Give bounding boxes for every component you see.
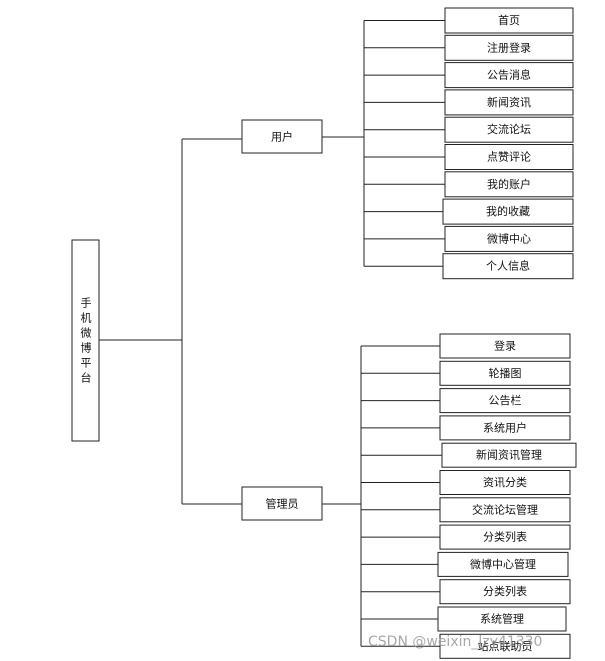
admin-feature-label: 交流论坛管理: [472, 502, 538, 516]
admin-feature-box: [439, 524, 571, 550]
user-feature-box: [444, 116, 574, 143]
admin-feature-node: 分类列表: [439, 579, 571, 605]
admin-feature-box: [437, 606, 567, 632]
admin-feature-label: 轮播图: [489, 366, 522, 380]
user-feature-box: [444, 7, 574, 34]
admin-feature-node: 公告栏: [439, 388, 571, 414]
admin-feature-label: 新闻资讯管理: [476, 448, 542, 462]
admin-feature-node: 微博中心管理: [437, 551, 569, 577]
user-feature-box: [442, 253, 574, 280]
user-feature-box: [444, 225, 574, 252]
admin-feature-box: [439, 388, 571, 414]
user-feature-node: 微博中心: [444, 225, 574, 252]
admin-feature-node: 登录: [439, 333, 571, 359]
user-feature-label: 微博中心: [487, 231, 531, 245]
user-feature-label: 公告消息: [487, 68, 531, 82]
user-feature-node: 点赞评论: [444, 144, 574, 170]
user-feature-box: [442, 198, 574, 225]
user-feature-node: 交流论坛: [444, 116, 574, 143]
admin-branch: 管理员 登录轮播图公告栏系统用户新闻资讯管理资讯分类交流论坛管理分类列表微博中心…: [241, 333, 577, 659]
admin-feature-box: [439, 470, 571, 495]
admin-feature-box: [437, 551, 569, 577]
user-feature-node: 我的收藏: [442, 198, 574, 225]
admin-feature-box: [439, 633, 571, 659]
admin-feature-node: 分类列表: [439, 524, 571, 550]
admin-feature-node: 轮播图: [439, 360, 571, 386]
admin-feature-label: 分类列表: [483, 530, 527, 544]
admin-feature-box: [439, 333, 571, 359]
admin-feature-box: [439, 415, 571, 441]
admin-feature-label: 公告栏: [489, 393, 522, 407]
admin-feature-label: 登录: [494, 339, 516, 353]
user-feature-box: [444, 171, 574, 198]
admin-role-label: 管理员: [266, 497, 299, 511]
user-feature-label: 首页: [498, 13, 520, 27]
admin-feature-node: 站点联助员: [439, 633, 571, 659]
user-feature-node: 公告消息: [444, 62, 574, 89]
user-feature-node: 首页: [444, 7, 574, 34]
admin-feature-box: [439, 497, 571, 523]
admin-feature-label: 站点联助员: [478, 639, 533, 653]
root-node: 手机微博平台: [71, 239, 100, 442]
admin-feature-box: [441, 442, 577, 468]
admin-feature-node: 新闻资讯管理: [441, 442, 577, 468]
admin-feature-label: 资讯分类: [483, 475, 527, 489]
root-label-char: 机: [81, 310, 92, 324]
user-feature-label: 个人信息: [486, 259, 530, 273]
admin-role-box: [241, 486, 323, 521]
root-label: 手机微博平台: [81, 295, 92, 384]
connector-lines: [99, 20, 445, 647]
user-role-label: 用户: [271, 130, 293, 144]
user-feature-box: [444, 89, 574, 116]
user-feature-label: 点赞评论: [487, 150, 531, 164]
root-box: [71, 239, 100, 442]
root-label-char: 博: [81, 341, 92, 354]
user-role-box: [241, 119, 323, 154]
user-feature-node: 注册登录: [444, 34, 574, 61]
admin-feature-node: 系统用户: [439, 415, 571, 441]
user-feature-node: 个人信息: [442, 253, 574, 280]
admin-feature-box: [439, 579, 571, 605]
user-feature-node: 新闻资讯: [444, 89, 574, 116]
user-branch: 用户 首页注册登录公告消息新闻资讯交流论坛点赞评论我的账户我的收藏微博中心个人信…: [241, 7, 574, 280]
user-feature-box: [444, 34, 574, 61]
admin-feature-node: 交流论坛管理: [439, 497, 571, 523]
admin-feature-node: 资讯分类: [439, 470, 571, 495]
admin-feature-list: 登录轮播图公告栏系统用户新闻资讯管理资讯分类交流论坛管理分类列表微博中心管理分类…: [437, 333, 577, 659]
root-label-char: 平: [81, 356, 92, 369]
user-feature-label: 新闻资讯: [487, 95, 531, 109]
admin-feature-label: 微博中心管理: [470, 557, 536, 571]
user-feature-box: [444, 62, 574, 89]
user-feature-label: 我的收藏: [486, 204, 530, 218]
user-feature-label: 我的账户: [487, 177, 531, 191]
admin-feature-label: 系统用户: [483, 420, 527, 434]
user-feature-box: [444, 144, 574, 170]
root-label-char: 手: [81, 295, 92, 309]
user-feature-label: 注册登录: [487, 40, 531, 54]
root-label-char: 微: [81, 325, 92, 339]
root-label-char: 台: [81, 370, 92, 384]
admin-feature-box: [439, 360, 571, 386]
admin-feature-label: 系统管理: [480, 612, 524, 626]
user-feature-node: 我的账户: [444, 171, 574, 198]
user-feature-label: 交流论坛: [487, 122, 531, 136]
admin-feature-label: 分类列表: [483, 584, 527, 598]
watermark: CSDN @weixin_lzy41330: [368, 634, 542, 650]
admin-feature-node: 系统管理: [437, 606, 567, 632]
